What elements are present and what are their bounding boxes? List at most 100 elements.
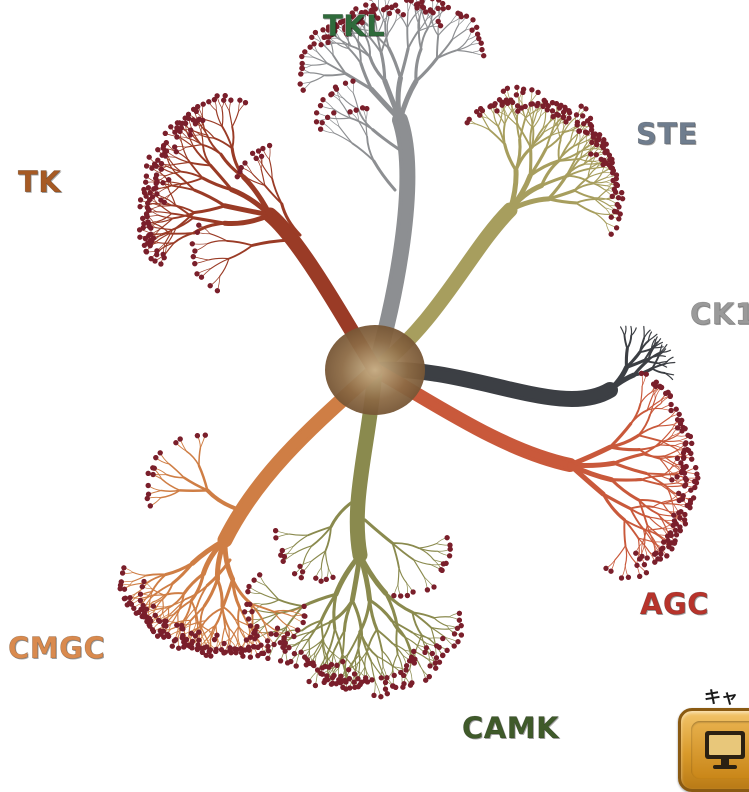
leaf-dot-tkl bbox=[474, 25, 479, 30]
branch-camk bbox=[398, 567, 399, 584]
leaf-dot-camk bbox=[445, 535, 450, 540]
branch-agc bbox=[614, 463, 646, 473]
leaf-dot-camk bbox=[363, 675, 368, 680]
leaf-dot-camk bbox=[307, 679, 312, 684]
leaf-dot-ste bbox=[583, 129, 588, 134]
leaf-dot-agc bbox=[644, 372, 649, 377]
branch-tkl bbox=[310, 73, 324, 75]
branch-agc bbox=[666, 486, 683, 487]
branch-agc bbox=[614, 454, 643, 463]
leaf-dot-tk bbox=[215, 288, 220, 293]
branch-cmgc bbox=[207, 490, 240, 510]
leaf-dot-tk bbox=[159, 167, 164, 172]
leaf-dot-agc bbox=[683, 426, 688, 431]
branch-camk bbox=[279, 600, 303, 606]
leaf-dot-tkl bbox=[298, 81, 303, 86]
leaf-dot-tk bbox=[196, 223, 201, 228]
branch-tk bbox=[252, 240, 290, 245]
leaf-dot-camk bbox=[329, 662, 334, 667]
leaf-dot-cmgc bbox=[212, 637, 217, 642]
branch-cmgc bbox=[238, 607, 239, 626]
leaf-dot-cmgc bbox=[161, 623, 166, 628]
leaf-dot-tk bbox=[146, 185, 151, 190]
leaf-dot-tk bbox=[172, 144, 177, 149]
leaf-dot-ste bbox=[505, 86, 510, 91]
leaf-dot-cmgc bbox=[176, 646, 181, 651]
leaf-dot-tk bbox=[148, 190, 153, 195]
leaf-dot-ste bbox=[467, 117, 472, 122]
leaf-dot-agc bbox=[634, 563, 639, 568]
branch-tkl bbox=[387, 18, 388, 34]
leaf-dot-camk bbox=[445, 648, 450, 653]
leaf-dot-tkl bbox=[438, 23, 443, 28]
leaf-dot-cmgc bbox=[204, 644, 209, 649]
branch-cmgc bbox=[163, 599, 164, 612]
leaf-dot-camk bbox=[280, 645, 285, 650]
leaf-dot-cmgc bbox=[295, 627, 300, 632]
branch-agc bbox=[663, 504, 679, 505]
leaf-dot-tk bbox=[239, 165, 244, 170]
branch-agc bbox=[624, 520, 625, 546]
branch-ste bbox=[576, 199, 597, 203]
leaf-dot-agc bbox=[683, 482, 688, 487]
branch-agc bbox=[647, 528, 664, 530]
leaf-dot-tk bbox=[215, 93, 220, 98]
leaf-dot-ste bbox=[528, 102, 533, 107]
leaf-dot-cmgc bbox=[146, 492, 151, 497]
leaf-dot-camk bbox=[457, 618, 462, 623]
leaf-dot-tkl bbox=[404, 0, 409, 3]
leaf-dot-camk bbox=[299, 575, 304, 580]
branch-tkl bbox=[400, 81, 416, 120]
leaf-dot-tk bbox=[166, 177, 171, 182]
leaf-dot-ste bbox=[609, 232, 614, 237]
leaf-dot-camk bbox=[398, 593, 403, 598]
leaf-dot-agc bbox=[619, 575, 624, 580]
leaf-dot-agc bbox=[678, 460, 683, 465]
leaf-dot-tkl bbox=[476, 36, 481, 41]
leaf-dot-tkl bbox=[318, 103, 323, 108]
leaf-dot-agc bbox=[674, 532, 679, 537]
leaf-dot-cmgc bbox=[244, 637, 249, 642]
leaf-dot-agc bbox=[687, 505, 692, 510]
leaf-dot-ste bbox=[520, 90, 525, 95]
leaf-dot-cmgc bbox=[146, 483, 151, 488]
leaf-dot-cmgc bbox=[227, 648, 232, 653]
leaf-dot-tkl bbox=[350, 79, 355, 84]
leaf-dot-tk bbox=[140, 216, 145, 221]
leaf-dot-agc bbox=[659, 385, 664, 390]
leaf-dot-cmgc bbox=[302, 613, 307, 618]
leaf-dot-camk bbox=[278, 658, 283, 663]
leaf-dot-agc bbox=[689, 441, 694, 446]
leaf-dot-camk bbox=[431, 584, 436, 589]
leaf-dot-ste bbox=[561, 114, 566, 119]
leaf-dot-tkl bbox=[393, 3, 398, 8]
leaf-dot-agc bbox=[652, 560, 657, 565]
leaf-dot-camk bbox=[265, 656, 270, 661]
leaf-dot-agc bbox=[637, 556, 642, 561]
leaf-dot-camk bbox=[292, 651, 297, 656]
branch-ck1 bbox=[656, 356, 665, 357]
leaf-dot-agc bbox=[673, 528, 678, 533]
leaf-dot-camk bbox=[383, 680, 388, 685]
leaf-dot-cmgc bbox=[222, 641, 227, 646]
leaf-dot-camk bbox=[408, 683, 413, 688]
leaf-dot-cmgc bbox=[121, 565, 126, 570]
branch-cmgc bbox=[161, 490, 180, 491]
branch-tk bbox=[173, 162, 189, 164]
branch-tk bbox=[227, 241, 252, 246]
leaf-dot-ste bbox=[535, 101, 540, 106]
leaf-dot-agc bbox=[692, 479, 697, 484]
branch-tk bbox=[195, 206, 225, 213]
leaf-dot-camk bbox=[246, 616, 251, 621]
branch-agc bbox=[639, 435, 662, 441]
leaf-dot-tkl bbox=[458, 12, 463, 17]
leaf-dot-tkl bbox=[384, 5, 389, 10]
leaf-dot-ste bbox=[594, 152, 599, 157]
leaf-dot-ste bbox=[574, 112, 579, 117]
leaf-dot-ste bbox=[580, 113, 585, 118]
computer-button[interactable] bbox=[678, 708, 749, 792]
leaf-dot-tk bbox=[158, 261, 163, 266]
branch-ck1 bbox=[631, 327, 632, 336]
leaf-dot-camk bbox=[322, 680, 327, 685]
leaf-dot-ste bbox=[588, 122, 593, 127]
